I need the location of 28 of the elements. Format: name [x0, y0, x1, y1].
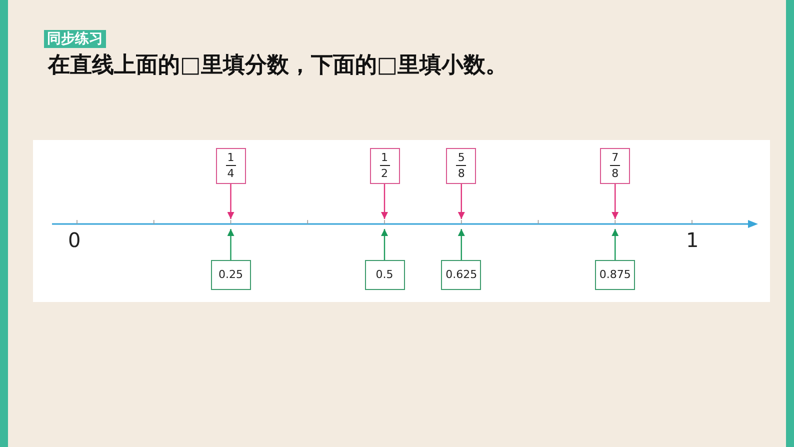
decimal-box: 0.875 — [595, 260, 636, 290]
tick-label: 0 — [68, 228, 81, 252]
section-heading: 同步练习 — [44, 30, 106, 48]
numerator: 1 — [380, 151, 389, 164]
tick-label: 1 — [686, 228, 699, 252]
decimal-box: 0.625 — [441, 260, 482, 290]
denominator: 8 — [456, 167, 466, 180]
arrow — [458, 184, 465, 219]
denominator: 2 — [380, 167, 389, 180]
fraction-box — [370, 148, 400, 184]
arrow — [612, 184, 619, 219]
fraction-box — [216, 148, 246, 184]
arrow — [381, 229, 388, 260]
decimal-box: 0.25 — [210, 260, 251, 290]
decimal-box: 0.5 — [364, 260, 404, 290]
numerator: 1 — [226, 151, 236, 164]
instruction-text: 在直线上面的□里填分数，下面的□里填小数。 — [48, 51, 508, 80]
arrow — [458, 229, 465, 260]
arrow — [381, 184, 388, 219]
fraction-box — [600, 148, 630, 184]
arrow — [227, 184, 234, 219]
arrow — [227, 229, 234, 260]
denominator: 4 — [226, 167, 236, 180]
numerator: 5 — [456, 151, 466, 164]
numerator: 7 — [610, 151, 620, 164]
denominator: 8 — [610, 167, 620, 180]
fraction-box — [446, 148, 476, 184]
arrow — [612, 229, 619, 260]
